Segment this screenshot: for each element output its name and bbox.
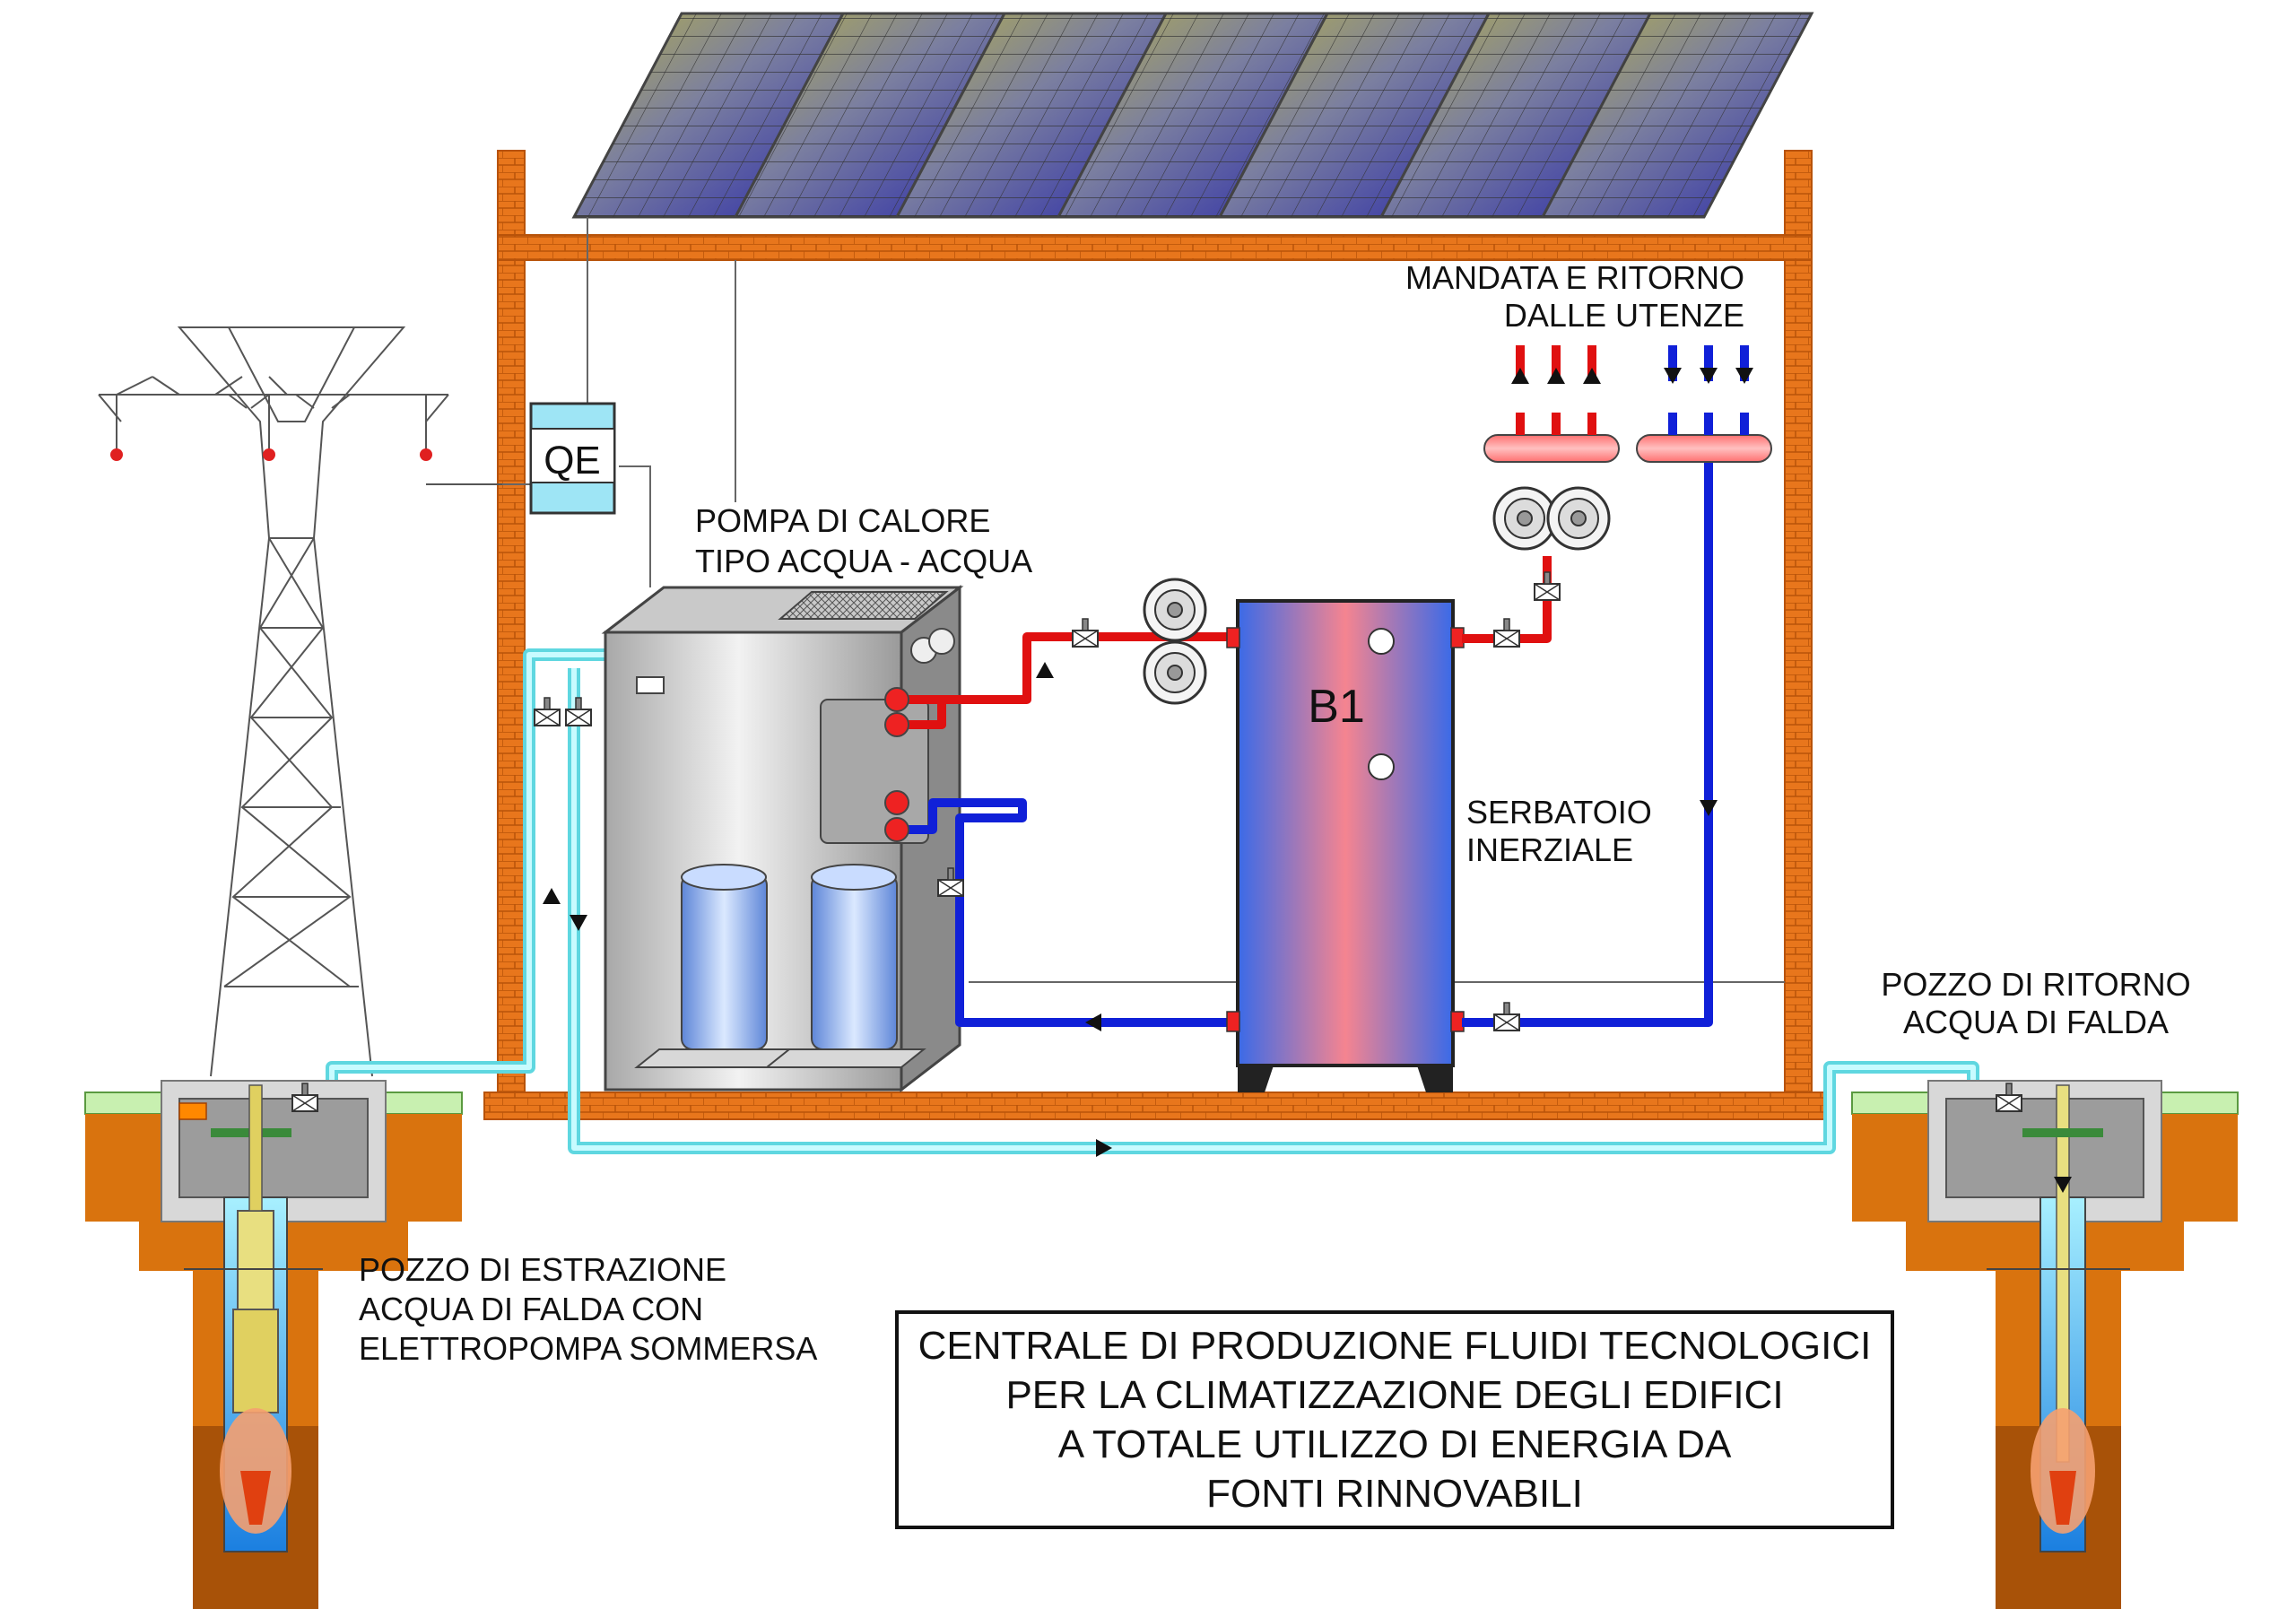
return-well (1851, 1080, 2239, 1609)
groundwater-circuit (326, 648, 1979, 1154)
valve-icon (1493, 618, 1520, 648)
flow-arrows (543, 368, 1753, 1157)
tank-label-line1: SERBATOIO (1466, 794, 1652, 831)
extraction-well-label: POZZO DI ESTRAZIONE ACQUA DI FALDA CON E… (359, 1251, 817, 1367)
users-label: MANDATA E RITORNO DALLE UTENZE (1405, 259, 1744, 334)
extraction-well-label-line1: POZZO DI ESTRAZIONE (359, 1251, 726, 1288)
title-line-2: PER LA CLIMATIZZAZIONE DEGLI EDIFICI (1005, 1373, 1783, 1417)
return-well-label-line1: POZZO DI RITORNO (1881, 966, 2190, 1003)
insulator-dots (110, 448, 432, 461)
extraction-well-label-line3: ELETTROPOMPA SOMMERSA (359, 1330, 817, 1367)
title-line-3: A TOTALE UTILIZZO DI ENERGIA DA (1058, 1422, 1732, 1466)
extraction-well-label-line2: ACQUA DI FALDA CON (359, 1291, 703, 1327)
supply-header (1483, 413, 1772, 463)
title-line-1: CENTRALE DI PRODUZIONE FLUIDI TECNOLOGIC… (918, 1324, 1872, 1368)
power-pylon-icon (98, 326, 502, 1077)
solar-array (571, 12, 1814, 219)
electrical-panel-qe: QE (529, 402, 616, 515)
circulator-pump-icon (1143, 640, 1207, 705)
heat-pump-label: POMPA DI CALORE TIPO ACQUA - ACQUA (695, 502, 1032, 579)
pipe-stubs (884, 687, 909, 842)
valve-icon (1072, 618, 1099, 648)
tank-label-line2: INERZIALE (1466, 831, 1633, 868)
heat-pump-label-line2: TIPO ACQUA - ACQUA (695, 543, 1032, 579)
title-line-4: FONTI RINNOVABILI (1206, 1472, 1583, 1516)
building-frame (483, 150, 1831, 1120)
heat-pump-unit (601, 584, 964, 1093)
primary-circuit (897, 632, 1242, 1027)
tank-code: B1 (1308, 681, 1365, 733)
users-label-line1: MANDATA E RITORNO (1405, 259, 1744, 296)
panel-code: QE (544, 439, 601, 483)
tank-label: SERBATOIO INERZIALE (1466, 794, 1652, 868)
heat-pump-label-line1: POMPA DI CALORE (695, 502, 990, 539)
circulator-pump-icon (1546, 486, 1611, 551)
return-well-label: POZZO DI RITORNO ACQUA DI FALDA (1881, 966, 2190, 1040)
users-label-line2: DALLE UTENZE (1504, 297, 1744, 334)
buffer-tank-b1: B1 (1226, 599, 1465, 1092)
return-well-label-line2: ACQUA DI FALDA (1903, 1004, 2169, 1040)
title-box: CENTRALE DI PRODUZIONE FLUIDI TECNOLOGIC… (895, 1310, 1894, 1529)
circulator-pump-icon (1492, 486, 1557, 551)
extraction-well (84, 1080, 463, 1609)
circulator-pump-icon (1143, 578, 1207, 642)
solar-panel-icon (1540, 12, 1814, 219)
valve-icon (1534, 571, 1561, 601)
valve-icon (1493, 1002, 1520, 1031)
valve-icon (534, 697, 561, 726)
